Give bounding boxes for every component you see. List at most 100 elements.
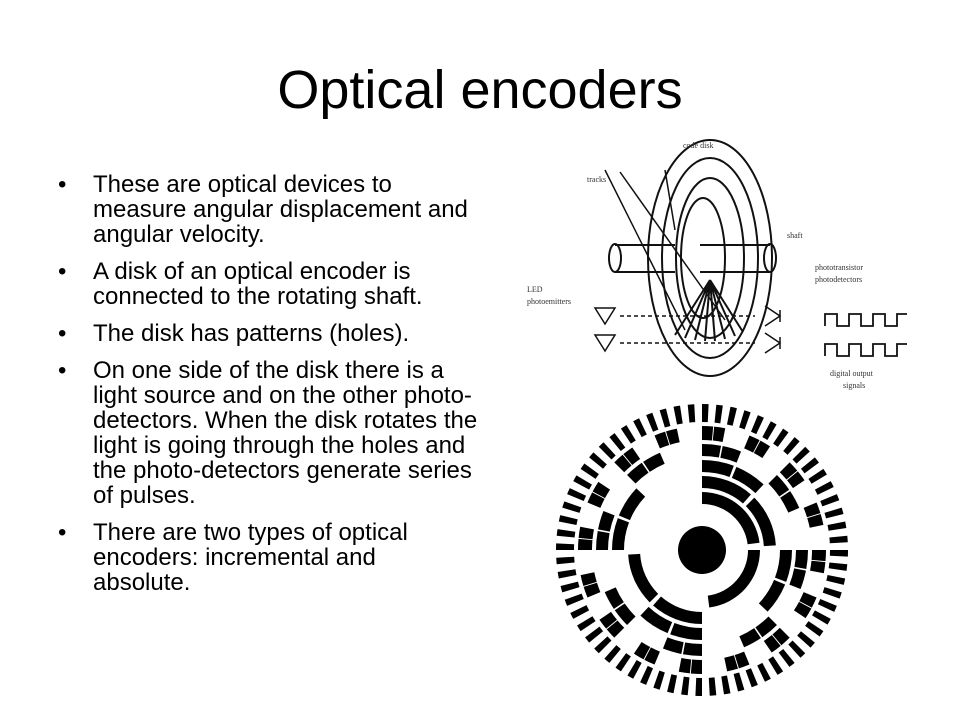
- disk-segment: [772, 627, 790, 646]
- disk-segment: [609, 433, 626, 452]
- disk-segment: [733, 672, 745, 692]
- disk-segment: [763, 635, 781, 653]
- bullet-item: •The disk has patterns (holes).: [58, 321, 478, 346]
- svg-text:signals: signals: [843, 381, 865, 390]
- svg-text:code disk: code disk: [683, 141, 713, 150]
- disk-segment: [720, 446, 742, 463]
- bullet-item: •These are optical devices to measure an…: [58, 172, 478, 247]
- disk-segment: [702, 426, 714, 441]
- disk-segment: [824, 507, 844, 519]
- bullet-text: On one side of the disk there is a light…: [93, 357, 478, 509]
- disk-segment: [653, 596, 702, 624]
- disk-segment: [827, 521, 847, 531]
- disk-segment: [640, 665, 654, 685]
- disk-segment: [670, 622, 702, 640]
- disk-segment: [633, 641, 651, 660]
- disk-segment: [811, 550, 826, 562]
- disk-segment: [702, 444, 722, 458]
- svg-text:photoemitters: photoemitters: [527, 297, 571, 306]
- bullet-marker: •: [58, 357, 67, 384]
- disk-segment: [618, 488, 646, 521]
- disk-segment: [734, 651, 750, 669]
- svg-text:photodetectors: photodetectors: [815, 275, 862, 284]
- disk-segment: [577, 616, 596, 632]
- disk-segment: [583, 582, 601, 598]
- disk-segment: [810, 560, 826, 574]
- disk-segment: [598, 442, 616, 460]
- disk-segment: [654, 431, 670, 449]
- disk-segment: [707, 550, 760, 608]
- disk-segment: [623, 447, 641, 465]
- disk-segment: [787, 471, 805, 489]
- disk-segment: [604, 645, 621, 663]
- disk-segment: [640, 606, 673, 634]
- disk-segment: [702, 460, 734, 478]
- disk-segment: [808, 468, 827, 484]
- bullet-text: A disk of an optical encoder is connecte…: [93, 258, 423, 310]
- disk-segment: [789, 568, 806, 590]
- disk-segment: [803, 502, 821, 518]
- disk-segment: [627, 660, 642, 679]
- disk-segment: [596, 530, 610, 550]
- disk-segment: [594, 636, 612, 654]
- disk-segment: [805, 621, 824, 637]
- disk-segment: [585, 626, 604, 643]
- svg-text:digital output: digital output: [830, 369, 874, 378]
- disk-segment: [702, 492, 760, 545]
- disk-segment: [820, 494, 840, 507]
- disk-segment: [792, 446, 810, 464]
- absolute-encoder-disk-icon: [556, 404, 848, 696]
- disk-segment: [682, 642, 702, 656]
- disk-segment: [643, 452, 665, 472]
- disk-segment: [567, 488, 587, 502]
- disk-segment: [753, 440, 771, 459]
- disk-segment: [558, 515, 578, 526]
- disk-segment: [731, 466, 764, 494]
- disk-segment: [557, 569, 577, 579]
- disk-segment: [612, 518, 630, 550]
- disk-segment: [659, 408, 671, 428]
- disk-segment: [783, 437, 800, 455]
- disk-segment: [708, 677, 717, 696]
- disk-segment: [662, 637, 684, 654]
- bullet-text: The disk has patterns (holes).: [93, 320, 410, 347]
- optical-encoder-diagram-icon: code disk tracks shaft LED photoemitters…: [527, 139, 907, 390]
- disk-segment: [744, 435, 760, 453]
- disk-segment: [822, 587, 842, 599]
- disk-segment: [768, 475, 790, 497]
- bullet-marker: •: [58, 519, 67, 546]
- disk-segment: [779, 462, 798, 480]
- disk-segment: [702, 476, 751, 504]
- disk-segment: [604, 587, 624, 609]
- disk-segment: [620, 425, 636, 444]
- bullet-marker: •: [58, 258, 67, 285]
- disk-segment: [762, 421, 777, 440]
- disk-segment: [721, 675, 731, 695]
- bullet-item: •There are two types of optical encoders…: [58, 520, 478, 595]
- disk-segment: [628, 553, 659, 603]
- disk-segment: [580, 463, 599, 479]
- disk-segment: [599, 611, 617, 629]
- disk-segment: [739, 628, 761, 648]
- disk-segment: [644, 647, 660, 665]
- disk-segment: [739, 410, 751, 430]
- disk-segment: [778, 648, 795, 667]
- disk-segment: [633, 418, 647, 438]
- disk-segment: [750, 415, 764, 435]
- bullet-item: • On one side of the disk there is a ligh…: [58, 358, 478, 508]
- disk-segment: [757, 662, 771, 682]
- disk-segment: [826, 574, 846, 585]
- disk-segment: [755, 616, 777, 638]
- disk-segment: [799, 592, 817, 608]
- bullet-list: •These are optical devices to measure an…: [58, 172, 478, 607]
- disk-hub: [678, 526, 726, 574]
- disk-segment: [580, 572, 597, 586]
- disk-segment: [745, 497, 776, 547]
- disk-segment: [794, 550, 808, 570]
- disk-segment: [695, 677, 702, 696]
- disk-segment: [556, 556, 575, 565]
- disk-segment: [690, 659, 702, 674]
- disk-segment: [807, 514, 824, 528]
- disk-segment: [724, 655, 738, 672]
- disk-segment: [578, 526, 594, 540]
